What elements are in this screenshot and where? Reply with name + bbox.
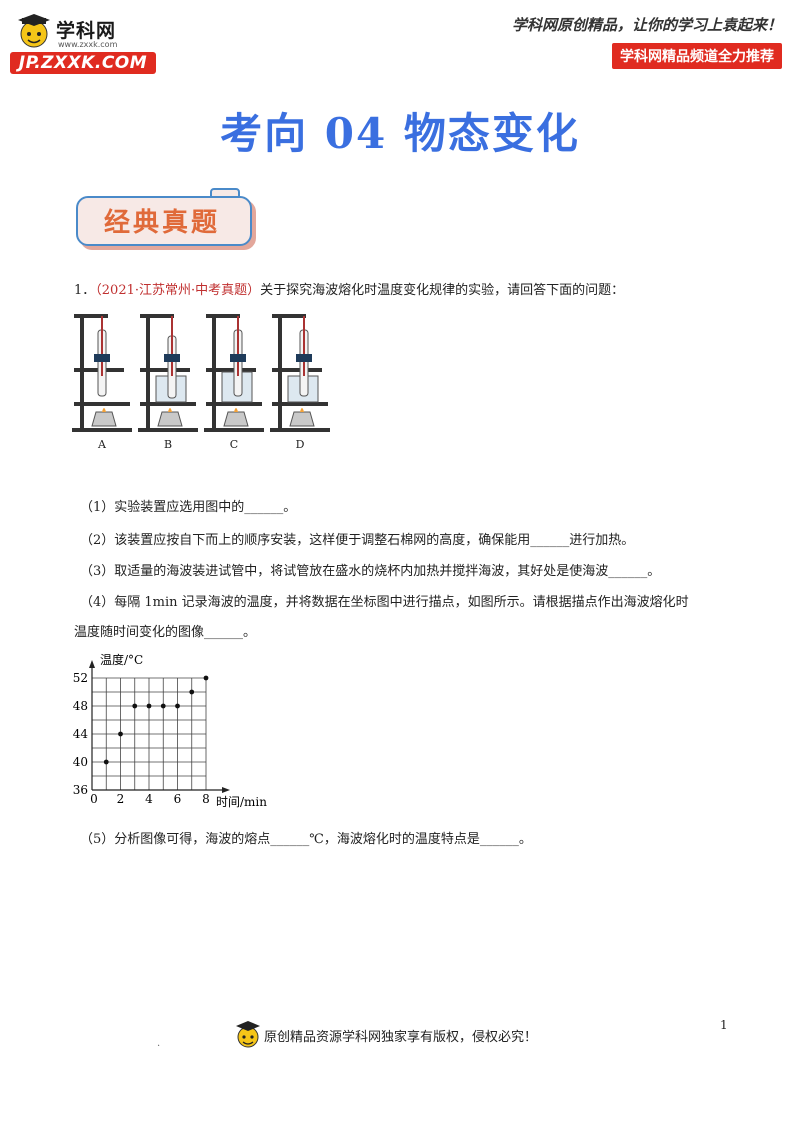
x-axis-arrow	[222, 787, 230, 793]
badge-frame	[76, 196, 252, 246]
sub-question-1: （1）实验装置应选用图中的______。	[80, 500, 297, 515]
question-stem: 1．（2021·江苏常州·中考真题）关于探究海波熔化时温度变化规律的实验，请回答…	[74, 282, 624, 300]
x-tick-label: 0	[90, 792, 98, 806]
apparatus-label: A	[97, 438, 107, 451]
question-text: 关于探究海波熔化时温度变化规律的实验，请回答下面的问题：	[260, 283, 625, 298]
y-tick-label: 52	[73, 671, 88, 685]
slogan-text: 学科网原创精品，让你的学习上袁起来！	[511, 16, 782, 34]
data-point	[146, 703, 152, 709]
apparatus-d: D	[270, 314, 330, 451]
data-point	[132, 703, 138, 709]
x-axis-label: 时间/min	[216, 795, 267, 809]
copyright-text: 原创精品资源学科网独家享有版权，侵权必究！	[264, 1030, 538, 1045]
sub-question-4b: 温度随时间变化的图像______。	[74, 625, 257, 640]
y-axis-arrow	[89, 660, 95, 668]
apparatus-figure: A B C D	[72, 314, 330, 451]
data-point	[118, 731, 123, 737]
sub-question-2: （2）该装置应按自下而上的顺序安装，这样便于调整石棉网的高度，确保能用_____…	[80, 533, 635, 548]
data-point	[189, 689, 195, 695]
sub-question-3: （3）取适量的海波装进试管中，将试管放在盛水的烧杯内加热并搅拌海波，其好处是使海…	[80, 564, 661, 579]
apparatus-label: D	[296, 438, 305, 451]
y-tick-label: 36	[73, 783, 88, 797]
mascot-icon	[18, 14, 50, 48]
x-tick-label: 2	[117, 792, 125, 806]
sub-question-5: （5）分析图像可得，海波的熔点______℃，海波熔化时的温度特点是______…	[80, 832, 532, 847]
badge-label: 经典真题	[103, 208, 220, 238]
data-point	[203, 675, 209, 681]
apparatus-c: C	[204, 314, 264, 451]
y-tick-label: 40	[73, 755, 88, 769]
footer-dot: .	[157, 1038, 161, 1049]
data-point	[160, 703, 166, 709]
logo-url: www.zxxk.com	[58, 40, 118, 49]
sub-question-4a: （4）每隔 1min 记录海波的温度，并将数据在坐标图中进行描点，如图所示。请根…	[80, 595, 689, 610]
page-number: 1	[720, 1018, 728, 1032]
logo-name: 学科网	[56, 20, 117, 42]
data-point	[103, 759, 109, 765]
y-axis-label: 温度/°C	[100, 652, 143, 667]
apparatus-b: B	[138, 314, 198, 451]
channel-banner: 学科网精品频道全力推荐	[612, 43, 782, 69]
header-slogan: 学科网原创精品，让你的学习上袁起来！ 学科网精品频道全力推荐	[512, 14, 782, 69]
data-point	[175, 703, 180, 709]
x-tick-label: 8	[202, 792, 210, 806]
section-badge: 经典真题	[72, 188, 256, 252]
question-number: 1．	[74, 283, 96, 298]
question-source: （2021·江苏常州·中考真题）	[95, 283, 261, 298]
logo-bar: JP.ZXXK.COM	[10, 52, 156, 74]
y-tick-label: 44	[73, 727, 89, 741]
apparatus-a: A	[72, 314, 132, 451]
temperature-graph: 0 2 4 6 8 36 40 44 48 52 温度/°C 时间/min	[73, 652, 268, 809]
x-tick-label: 6	[174, 792, 182, 806]
apparatus-label: B	[164, 438, 172, 451]
page-title: 考向 04 物态变化	[220, 109, 580, 158]
x-tick-label: 4	[145, 792, 153, 806]
y-tick-label: 48	[73, 699, 88, 713]
site-logo[interactable]: 学科网 www.zxxk.com JP.ZXXK.COM	[10, 10, 160, 74]
mascot-icon	[236, 1021, 260, 1048]
apparatus-label: C	[230, 438, 238, 451]
